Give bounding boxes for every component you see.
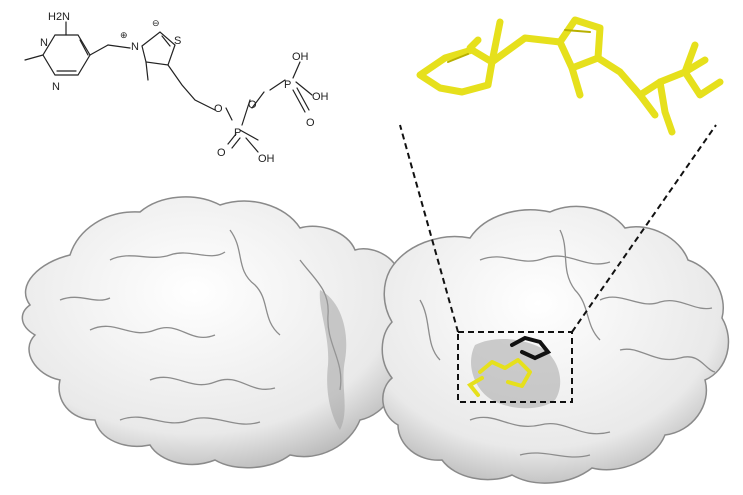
bridging-oxygen-2: O — [248, 99, 257, 111]
zoom-indicator — [399, 124, 717, 403]
hydroxyl-3: OH — [312, 91, 329, 103]
bridging-oxygen-1: O — [214, 103, 223, 115]
phosphorus-1: P — [234, 127, 241, 139]
bound-ligand-small — [466, 335, 552, 397]
thiazolium-nitrogen: N — [131, 41, 139, 53]
phosphate-double-oxygen-1: O — [217, 147, 226, 159]
protein-surface — [21, 196, 730, 484]
thiazolium-ring — [107, 31, 216, 111]
pyrophosphate — [225, 61, 313, 153]
hydroxyl-2: OH — [292, 51, 309, 63]
lead-line-right — [571, 124, 717, 333]
zoom-box — [457, 331, 573, 403]
central-crevice-shadow — [319, 290, 347, 430]
chemical-structure: H2N N N N ⊕ ⊖ S O — [24, 11, 329, 165]
phosphorus-2: P — [284, 79, 291, 91]
phosphate-double-oxygen-2: O — [306, 117, 315, 129]
ring-nitrogen-bottom: N — [52, 81, 60, 93]
negative-charge: ⊖ — [152, 18, 160, 28]
protein-domain-right — [381, 205, 730, 484]
hydroxyl-1: OH — [258, 153, 275, 165]
pyrimidine-ring — [24, 21, 109, 76]
positive-charge: ⊕ — [120, 30, 128, 40]
ligand-stick-model — [416, 16, 724, 136]
amine-label: H2N — [48, 11, 70, 23]
lead-line-left — [399, 124, 459, 333]
ring-nitrogen-top: N — [40, 37, 48, 49]
protein-domain-left — [21, 196, 406, 469]
sulfur-label: S — [174, 35, 181, 47]
